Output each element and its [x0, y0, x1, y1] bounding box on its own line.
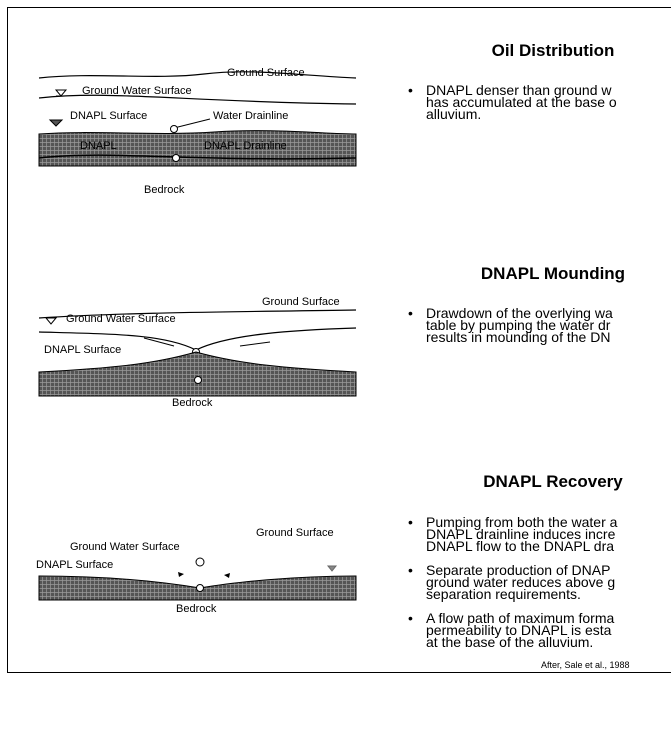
ground-surface-label: Ground Surface	[227, 67, 305, 79]
water-table-marker-icon	[54, 89, 68, 97]
flow-arrow	[224, 573, 230, 578]
dnapl-drainline-icon	[194, 376, 202, 384]
dnapl-surface-label: DNAPL Surface	[70, 110, 147, 122]
bullet-text: A flow path of maximum forma permeabilit…	[426, 610, 615, 650]
bullet-text: Separate production of DNAP ground water…	[426, 562, 616, 602]
dnapl-label: DNAPL	[80, 140, 117, 152]
panel-title-dnapl-mounding: DNAPL Mounding	[480, 264, 626, 283]
dnapl-marker-icon	[48, 119, 64, 127]
panel-title-dnapl-recovery: DNAPL Recovery	[483, 472, 623, 491]
bullet-dot: •	[408, 514, 413, 530]
dnapl-layer	[38, 130, 357, 167]
bedrock-label: Bedrock	[172, 397, 213, 409]
ground-surface-label: Ground Surface	[262, 296, 340, 308]
dnapl-drainline-label: DNAPL Drainline	[204, 140, 287, 152]
bullet-list-2: • Drawdown of the overlying wa table by p…	[408, 305, 671, 355]
bullet-item: • A flow path of maximum forma permeabili…	[408, 610, 671, 650]
water-drainline-icon	[195, 557, 205, 567]
slide-frame: Oil Distribution • DNAPL denser than grou…	[7, 7, 671, 673]
oil-distribution-diagram: Ground Surface Ground Water Surface DNAP…	[38, 67, 357, 196]
bullet-list-1: • DNAPL denser than ground w has accumula…	[408, 82, 671, 132]
dnapl-surface-label: DNAPL Surface	[36, 559, 113, 571]
bullet-text: Pumping from both the water a DNAPL drai…	[426, 514, 618, 554]
bullet-item: • Separate production of DNAP ground wate…	[408, 562, 671, 602]
water-drainline-icon	[170, 125, 178, 133]
flow-arrow	[239, 341, 271, 347]
bedrock-label: Bedrock	[176, 603, 217, 615]
citation: After, Sale et al., 1988	[541, 660, 630, 670]
bullet-list-3: • Pumping from both the water a DNAPL dra…	[408, 514, 671, 660]
flow-arrow	[178, 572, 184, 577]
dnapl-drainline-icon	[172, 154, 180, 162]
dnapl-layer	[38, 351, 357, 397]
gw-surface-label: Ground Water Surface	[66, 313, 176, 325]
panel-title-oil-distribution: Oil Distribution	[491, 41, 615, 60]
water-table-marker-icon	[44, 317, 58, 325]
water-drainline-label: Water Drainline	[213, 110, 288, 122]
bullet-item: • DNAPL denser than ground w has accumula…	[408, 82, 671, 122]
dnapl-mounding-diagram: Ground Surface Ground Water Surface DNAP…	[38, 296, 357, 409]
dnapl-recovery-diagram: Ground Surface Ground Water Surface DNAP…	[36, 527, 357, 615]
bullet-text: Drawdown of the overlying wa table by pu…	[426, 305, 613, 345]
bullet-text: DNAPL denser than ground w has accumulat…	[426, 82, 617, 122]
bullet-dot: •	[408, 82, 413, 98]
dnapl-drainline-icon	[196, 584, 204, 592]
dnapl-marker-icon	[326, 565, 338, 572]
bedrock-label: Bedrock	[144, 184, 185, 196]
gw-surface-label: Ground Water Surface	[82, 85, 192, 97]
flow-arrow	[143, 337, 175, 347]
bullet-dot: •	[408, 610, 413, 626]
ground-surface-label: Ground Surface	[256, 527, 334, 539]
bullet-item: • Drawdown of the overlying wa table by p…	[408, 305, 671, 345]
dnapl-surface-label: DNAPL Surface	[44, 344, 121, 356]
bullet-dot: •	[408, 305, 413, 321]
bullet-dot: •	[408, 562, 413, 578]
gw-surface-label: Ground Water Surface	[70, 541, 180, 553]
bullet-item: • Pumping from both the water a DNAPL dra…	[408, 514, 671, 554]
